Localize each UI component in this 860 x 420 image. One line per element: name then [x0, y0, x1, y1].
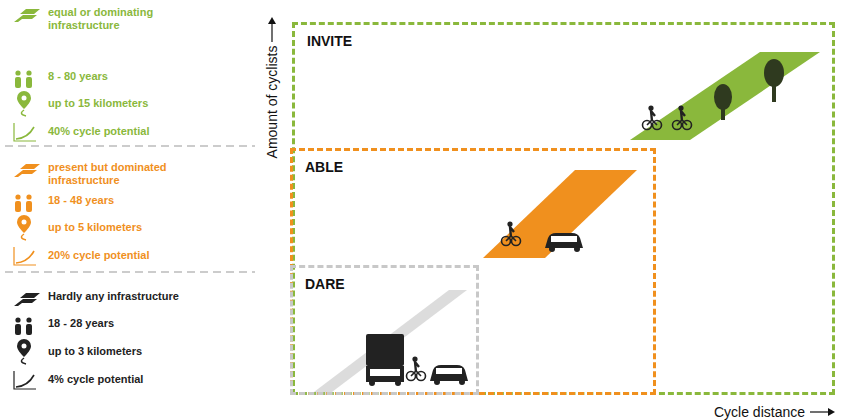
person-icon [26, 194, 31, 199]
person-icon [15, 201, 21, 212]
graph-icon [14, 371, 36, 389]
legend-text: 4% cycle potential [48, 373, 213, 386]
axis-label: Cycle distance [714, 404, 805, 420]
invite-band [630, 52, 820, 140]
car [430, 365, 468, 385]
pin-icon [22, 344, 27, 349]
person-icon [26, 324, 32, 335]
axis-arrow [810, 411, 830, 412]
legend-icon [15, 70, 32, 88]
cyclist [502, 221, 521, 245]
legend-text: up to 5 kilometers [48, 221, 213, 234]
rider [681, 111, 685, 121]
infrastructure-icon [14, 9, 40, 22]
head [648, 105, 653, 110]
head [678, 105, 683, 110]
pin-icon [22, 96, 27, 101]
region-heading: INVITE [307, 33, 352, 49]
infrastructure-icon [14, 293, 40, 306]
pin-icon [22, 220, 27, 225]
person-icon [26, 201, 32, 212]
person-icon [15, 194, 20, 199]
truck [366, 334, 404, 386]
legend-text: 18 - 48 years [48, 194, 213, 207]
legend-text: up to 15 kilometers [48, 97, 213, 110]
cyclist [643, 105, 662, 129]
legend-icon [14, 164, 40, 177]
axis-arrow [828, 408, 835, 416]
axis-label: Amount of cyclists [264, 46, 280, 159]
graph-icon [16, 251, 34, 263]
axis-arrow [271, 22, 272, 42]
legend-icon [14, 123, 36, 141]
head [507, 221, 512, 226]
tree [764, 59, 784, 102]
legend-icon [15, 317, 32, 335]
region-heading: ABLE [305, 159, 343, 175]
legend-text: up to 3 kilometers [48, 345, 213, 358]
separator [5, 272, 255, 273]
person-icon [15, 77, 21, 88]
legend-icon [17, 91, 31, 116]
legend-icon [14, 293, 40, 306]
graph-icon [16, 375, 34, 387]
infrastructure-icon [14, 164, 40, 177]
pin-icon [21, 110, 26, 116]
graph-icon [14, 123, 36, 141]
legend-icon [17, 339, 31, 364]
legend-icon [15, 194, 32, 212]
person-icon [26, 70, 31, 75]
dashed-region: ABLE DARE [290, 148, 656, 395]
legend-icon [14, 247, 36, 265]
legend-text: 18 - 28 years [48, 317, 213, 330]
pin-icon [17, 215, 31, 233]
legend-text: present but dominated infrastructure [48, 161, 213, 187]
dashed-region: DARE [290, 265, 479, 395]
dashed-region: INVITE ABLE DARE [292, 22, 835, 395]
person-icon [15, 324, 21, 335]
cyclist [673, 105, 692, 129]
person-icon [15, 70, 20, 75]
region-heading: DARE [305, 276, 345, 292]
pin-icon [21, 358, 26, 364]
legend-text: 40% cycle potential [48, 125, 213, 138]
able-band [483, 170, 637, 258]
cyclist [407, 356, 426, 380]
rider [415, 362, 419, 372]
person-icon [15, 317, 20, 322]
pin-icon [17, 91, 31, 109]
axis-arrow [268, 17, 276, 24]
separator [5, 146, 255, 147]
legend-icon [14, 9, 40, 22]
rider [651, 111, 655, 121]
pin-icon [21, 234, 26, 240]
graph-icon [14, 247, 36, 265]
legend-icon [14, 371, 36, 389]
pin-icon [17, 339, 31, 357]
legend-text: 8 - 80 years [48, 70, 213, 83]
legend-text: Hardly any infrastructure [48, 290, 213, 303]
rider [510, 227, 514, 237]
car [545, 233, 583, 252]
person-icon [26, 317, 31, 322]
head [412, 356, 417, 361]
dare-band [310, 290, 467, 395]
graph-icon [16, 127, 34, 139]
person-icon [26, 77, 32, 88]
legend-text: 20% cycle potential [48, 249, 213, 262]
tree [714, 84, 732, 120]
legend-text: equal or dominating infrastructure [48, 6, 213, 32]
legend-icon [17, 215, 31, 240]
